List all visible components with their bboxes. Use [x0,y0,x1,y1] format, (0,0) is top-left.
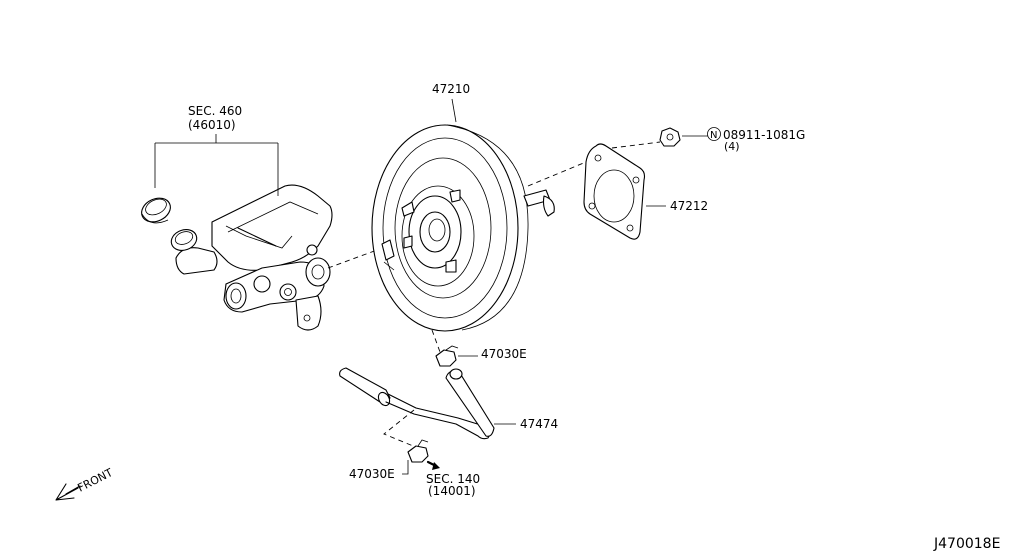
sec460-sub-label: (46010) [188,118,236,132]
sec460-label: SEC. 460 [188,104,242,118]
booster-label: 47210 [432,82,470,96]
vacuum-hose [339,367,495,440]
hose-label: 47474 [520,417,558,431]
svg-text:N: N [710,130,717,141]
nut-part-number: 08911-1081G [723,128,805,142]
nut [659,127,681,147]
clip-upper-label: 47030E [481,347,527,361]
sec140-label: SEC. 140 [426,472,480,486]
reservoir-cap-left [141,197,171,224]
front-label: FRONT [75,466,115,495]
clip-lower [407,439,429,463]
sec460-leader [154,134,279,196]
booster-leader [451,98,457,123]
nut-quantity: (4) [724,140,740,153]
gasket-label: 47212 [670,199,708,213]
clip-lower-label: 47030E [349,467,395,481]
master-cylinder [175,184,333,331]
gasket [583,143,646,240]
booster-to-clip-dashline [431,329,441,353]
sec140-sub-label: (14001) [428,484,476,498]
clip-upper [435,345,459,367]
brake-booster [371,124,555,332]
clip-lower-leader [402,460,409,475]
nut-marker-icon: N [707,127,721,141]
hose-to-clip-dashline [383,409,419,449]
mc-to-booster-dashline [327,245,389,269]
diagram-id: J470018E [933,536,1000,552]
sec140-arrow-icon [426,460,440,470]
reservoir-cap-right [170,229,198,251]
booster-to-gasket-dashline [527,161,587,187]
front-arrow-icon [55,483,81,501]
gasket-to-nut-dashline [611,141,661,149]
